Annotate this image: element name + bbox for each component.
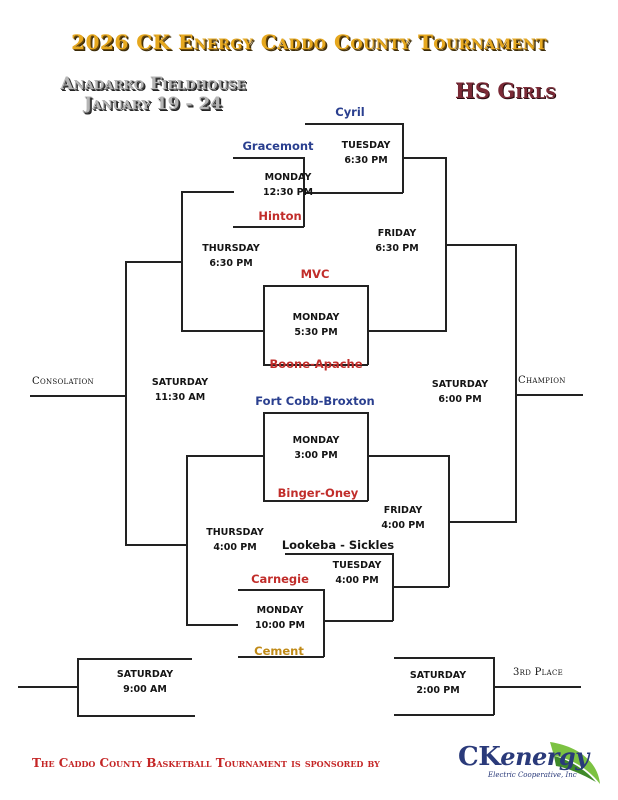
champion-label: Champion	[518, 375, 566, 386]
game-saturday-900: SATURDAY 9:00 AM	[108, 667, 182, 697]
tournament-title: 2026 CK Energy Caddo County Tournament	[71, 30, 547, 54]
game-time: 12:30 PM	[263, 187, 313, 198]
game-day: THURSDAY	[202, 243, 260, 254]
logo-ck: CK	[458, 742, 501, 772]
team-fort-cobb-broxton: Fort Cobb-Broxton	[255, 394, 375, 408]
game-friday-400: FRIDAY 4:00 PM	[368, 503, 438, 533]
sponsor-text: The Caddo County Basketball Tournament i…	[32, 756, 380, 770]
game-monday-1000: MONDAY 10:00 PM	[244, 603, 316, 633]
game-time: 4:00 PM	[213, 542, 257, 553]
team-cement: Cement	[254, 644, 304, 658]
game-time: 10:00 PM	[255, 620, 305, 631]
consolation-label: Consolation	[32, 376, 94, 387]
division-label: HS Girls	[455, 78, 557, 103]
game-monday-1230: MONDAY 12:30 PM	[254, 170, 322, 200]
tournament-dates: January 19 - 24	[83, 94, 223, 114]
game-day: MONDAY	[256, 605, 304, 616]
team-lookeba-sickles: Lookeba - Sickles	[281, 538, 395, 552]
game-day: SATURDAY	[431, 379, 489, 390]
game-time: 4:00 PM	[381, 520, 425, 531]
game-time: 11:30 AM	[154, 392, 206, 403]
game-tuesday-400: TUESDAY 4:00 PM	[322, 558, 392, 588]
game-time: 6:00 PM	[438, 394, 482, 405]
leaf-swoosh-icon	[550, 742, 600, 784]
game-day: FRIDAY	[383, 505, 423, 516]
game-time: 6:30 PM	[344, 155, 388, 166]
game-tuesday-630: TUESDAY 6:30 PM	[334, 138, 398, 168]
game-time: 6:30 PM	[209, 258, 253, 269]
team-cyril: Cyril	[335, 105, 365, 119]
game-day: MONDAY	[292, 312, 340, 323]
team-binger-oney: Binger-Oney	[277, 486, 359, 500]
team-mvc: MVC	[300, 267, 330, 281]
game-saturday-200: SATURDAY 2:00 PM	[401, 668, 475, 698]
third-place-label: 3rd Place	[513, 667, 564, 678]
game-day: MONDAY	[292, 435, 340, 446]
ckenergy-logo: CKenergy Electric Cooperative, Inc	[458, 738, 608, 788]
game-day: FRIDAY	[377, 228, 417, 239]
game-day: SATURDAY	[151, 377, 209, 388]
venue-name: Anadarko Fieldhouse	[60, 74, 246, 94]
game-time: 2:00 PM	[416, 685, 460, 696]
game-day: TUESDAY	[332, 560, 382, 571]
game-time: 5:30 PM	[294, 327, 338, 338]
logo-wordmark: CKenergy	[458, 742, 589, 772]
game-day: TUESDAY	[341, 140, 391, 151]
game-day: SATURDAY	[116, 669, 174, 680]
game-time: 9:00 AM	[123, 684, 167, 695]
game-thursday-400: THURSDAY 4:00 PM	[199, 525, 271, 555]
logo-energy: energy	[500, 742, 589, 771]
venue-block: Anadarko Fieldhouse January 19 - 24	[28, 74, 278, 114]
game-saturday-1130: SATURDAY 11:30 AM	[143, 375, 217, 405]
game-monday-300: MONDAY 3:00 PM	[280, 433, 352, 463]
game-day: SATURDAY	[409, 670, 467, 681]
team-boone-apache: Boone-Apache	[269, 357, 363, 371]
game-monday-530: MONDAY 5:30 PM	[280, 310, 352, 340]
game-friday-630: FRIDAY 6:30 PM	[363, 226, 431, 256]
game-saturday-600: SATURDAY 6:00 PM	[423, 377, 497, 407]
logo-subtitle: Electric Cooperative, Inc	[488, 771, 577, 779]
game-time: 6:30 PM	[375, 243, 419, 254]
team-carnegie: Carnegie	[251, 572, 309, 586]
game-time: 3:00 PM	[294, 450, 338, 461]
game-day: MONDAY	[264, 172, 312, 183]
game-thursday-630: THURSDAY 6:30 PM	[195, 241, 267, 271]
game-day: THURSDAY	[206, 527, 264, 538]
team-hinton: Hinton	[258, 209, 302, 223]
game-time: 4:00 PM	[335, 575, 379, 586]
team-gracemont: Gracemont	[242, 139, 314, 153]
